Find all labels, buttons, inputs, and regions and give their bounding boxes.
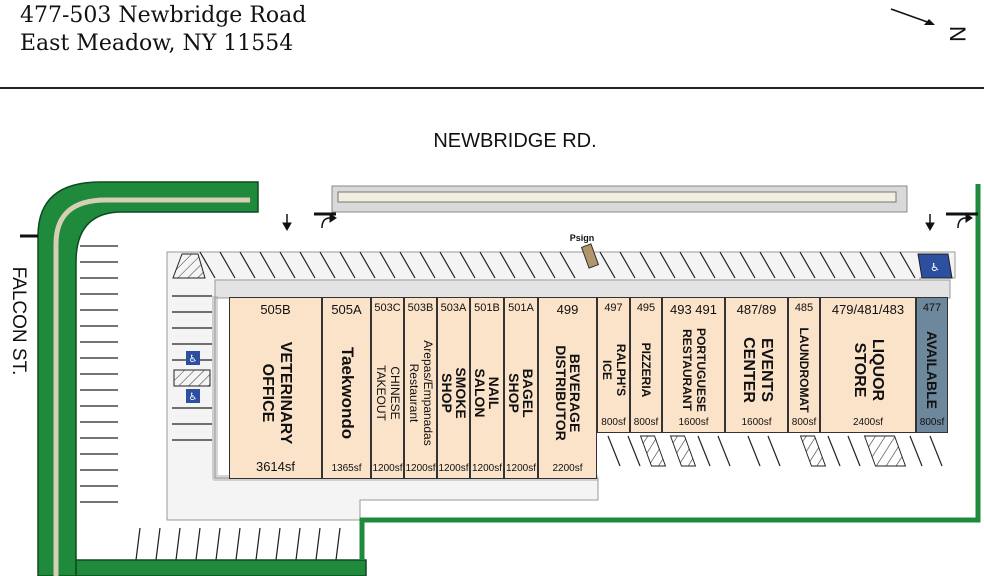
store-size: 2400sf	[852, 417, 884, 428]
store-unit: 503A SMOKE SHOP 1200sf	[437, 297, 470, 479]
store-size: 1200sf	[471, 463, 503, 474]
parking-stalls-left	[80, 245, 212, 503]
store-tenant-name: SMOKE SHOP	[438, 367, 469, 419]
store-unit-number: 501B	[474, 302, 500, 314]
store-tenant-name: NAIL SALON	[472, 368, 502, 418]
store-unit: 503C CHINESE TAKEOUT 1200sf	[371, 297, 404, 479]
pylon-sign	[580, 243, 600, 269]
handicap-icon-1	[186, 351, 200, 365]
north-label: N	[945, 26, 970, 42]
newbridge-road-label: NEWBRIDGE RD.	[433, 130, 597, 152]
parking-stalls-bottom	[135, 435, 943, 561]
store-tenant-name: Arepas/Empanadas Restaurant	[406, 340, 435, 446]
store-tenant-name: AVAILABLE	[924, 330, 940, 410]
store-tenant-name: LIQUOR STORE	[851, 338, 886, 402]
pylon-sign-label: Psign	[570, 233, 595, 243]
store-unit-number: 503C	[374, 302, 401, 314]
store-unit-number: 477	[922, 302, 942, 314]
store-unit-number: 505A	[331, 302, 362, 317]
entrance-arrow-icon-right	[925, 212, 973, 232]
store-unit: 501A BAGEL SHOP 1200sf	[504, 297, 538, 479]
store-tenant-name: RALPH'S ICE	[599, 343, 628, 397]
address-line-1: 477-503 Newbridge Road	[20, 3, 307, 28]
store-tenant-name: BEVERAGE DISTRIBUTOR	[552, 345, 583, 441]
store-size: 3614sf	[255, 459, 296, 474]
svg-text:♿: ♿	[189, 392, 198, 403]
landscape-right	[359, 184, 981, 560]
store-size: 800sf	[919, 417, 945, 428]
store-tenant-name: Taekwondo	[337, 346, 357, 440]
parking-stalls-top	[199, 251, 916, 279]
entrance-arrow-icon-left	[282, 212, 337, 232]
store-size: 1200sf	[505, 463, 537, 474]
store-unit-number: 493 491	[670, 302, 717, 317]
store-unit-number: 497	[604, 302, 623, 314]
store-unit-number: 505B	[260, 302, 291, 317]
address-line-2: East Meadow, NY 11554	[20, 31, 294, 56]
hatched-area	[172, 253, 206, 279]
landscape-bottom	[75, 559, 367, 576]
store-tenant-name: EVENTS CENTER	[739, 337, 775, 403]
store-size: 800sf	[791, 417, 817, 428]
store-size: 1200sf	[372, 463, 403, 474]
store-size: 1600sf	[678, 417, 709, 428]
store-unit: 503B Arepas/Empanadas Restaurant 1200sf	[404, 297, 437, 479]
store-unit: 505A Taekwondo 1365sf	[322, 297, 371, 479]
store-unit-number: 479/481/483	[831, 302, 905, 317]
store-unit-number: 487/89	[736, 302, 777, 317]
store-tenant-name: VETERINARY OFFICE	[258, 341, 294, 445]
store-tenant-name: PIZZERIA	[639, 342, 653, 398]
store-unit-number: 499	[556, 302, 579, 317]
store-unit-number: 503B	[407, 302, 434, 314]
store-size: 1200sf	[405, 463, 436, 474]
store-size: 1600sf	[741, 417, 772, 428]
median-inner	[337, 191, 897, 203]
store-size: 800sf	[601, 417, 626, 428]
store-unit-number: 503A	[440, 302, 467, 314]
handicap-icon-2	[186, 389, 200, 403]
store-unit-number: 495	[636, 302, 656, 314]
store-unit-number: 501A	[508, 302, 534, 314]
svg-text:♿: ♿	[189, 354, 198, 365]
store-tenant-name: BAGEL SHOP	[506, 368, 536, 418]
svg-text:♿: ♿	[930, 261, 940, 274]
store-tenant-name: LAUNDROMAT	[797, 327, 811, 413]
store-unit: 505B VETERINARY OFFICE 3614sf	[229, 297, 322, 479]
north-arrow-icon: N	[888, 4, 978, 44]
store-size: 2200sf	[552, 463, 583, 474]
header-divider	[0, 87, 984, 89]
store-size: 1200sf	[438, 463, 469, 474]
store-tenant-name: CHINESE TAKEOUT	[373, 365, 402, 421]
store-unit-number: 485	[794, 302, 814, 314]
store-size: 800sf	[633, 417, 659, 428]
store-tenant-name: PORTUGUESE RESTAURANT	[679, 327, 708, 413]
handicap-stall-icon	[917, 253, 953, 279]
sidewalk	[214, 279, 951, 299]
store-unit: 501B NAIL SALON 1200sf	[470, 297, 504, 479]
store-size: 1365sf	[331, 463, 362, 474]
